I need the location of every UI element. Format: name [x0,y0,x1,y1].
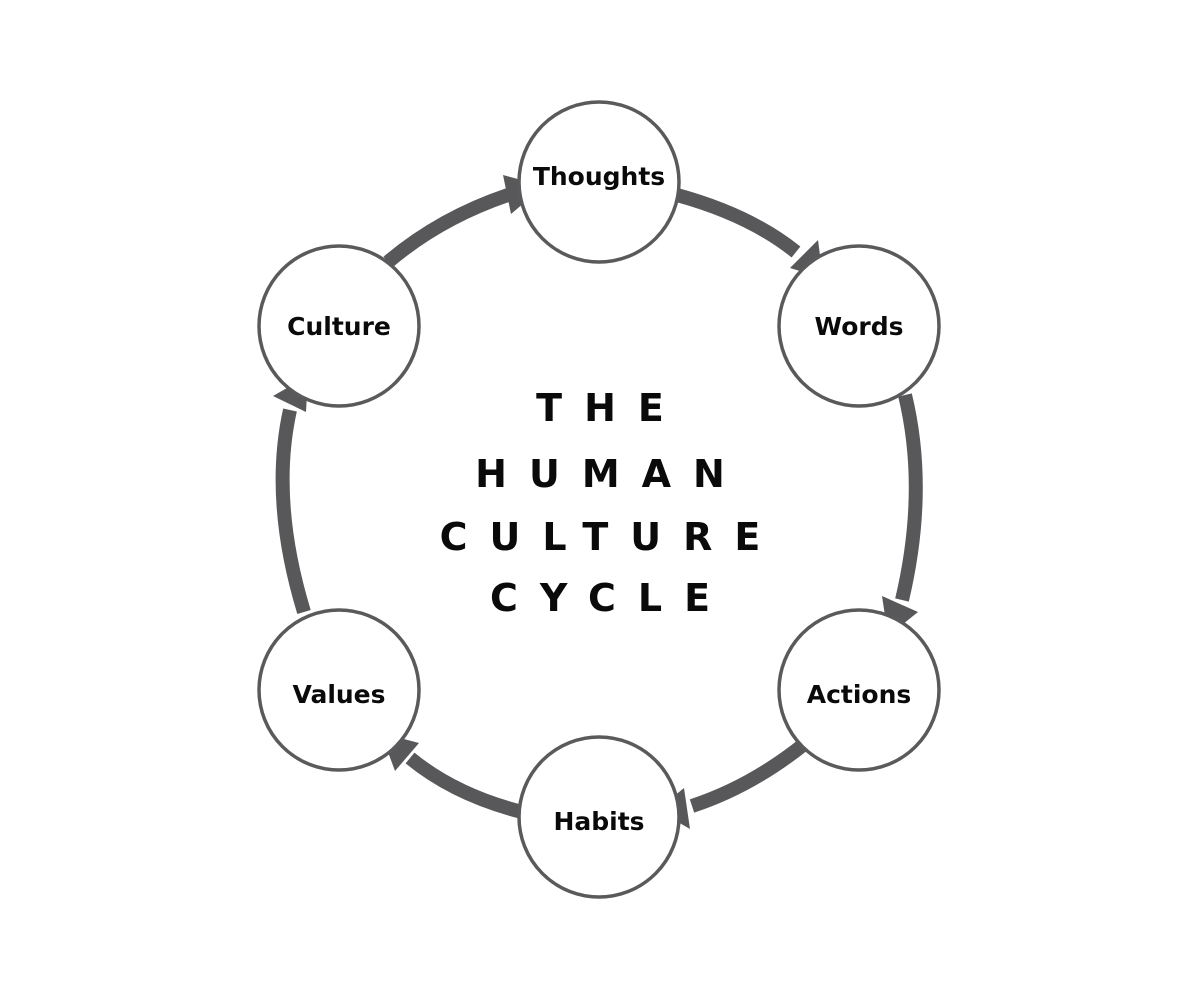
node-circle [777,608,941,772]
title-line-2: HUMAN [475,452,747,496]
node-circle [777,244,941,408]
cycle-nodes: Thoughts Words Actions Habits Values Cul… [257,100,941,899]
node-values: Values [257,608,421,772]
node-label: Words [815,312,904,341]
node-label: Culture [287,312,391,341]
title-line-3: CULTURE [440,515,783,559]
node-circle [517,100,681,264]
arrow-words-to-actions [882,393,923,636]
arrow-thoughts-to-words [675,188,823,278]
title-line-4: CYCLE [490,576,732,620]
node-circle [257,244,421,408]
title-line-1: THE [536,386,686,430]
node-culture: Culture [257,244,421,408]
node-thoughts: Thoughts [517,100,681,264]
node-words: Words [777,244,941,408]
node-circle [517,735,681,899]
node-label: Habits [553,807,644,836]
node-label: Actions [807,680,912,709]
node-habits: Habits [517,735,681,899]
node-label: Values [292,680,385,709]
node-actions: Actions [777,608,941,772]
node-label: Thoughts [533,162,665,191]
arrow-values-to-culture [273,376,311,615]
arrow-habits-to-values [381,733,524,819]
diagram-title: THE HUMAN CULTURE CYCLE [440,386,783,620]
node-circle [257,608,421,772]
